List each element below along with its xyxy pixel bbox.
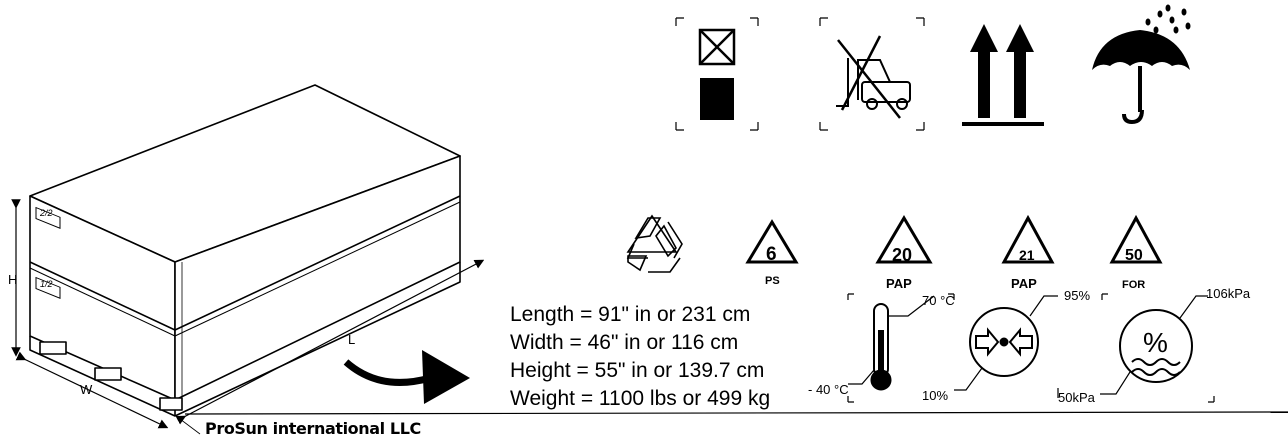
recycling-number: 50 (1125, 247, 1143, 264)
humidity-min-label: 10% (922, 388, 948, 403)
recycling-code: PAP (1011, 276, 1037, 291)
no-forklift-icon (819, 17, 925, 131)
width-spec: Width = 46" in or 116 cm (510, 331, 739, 354)
top-box-tag: 2/2 (39, 208, 53, 218)
humidity-limit-icon (954, 295, 1058, 391)
crate-drawing (29, 84, 461, 417)
width-dimension-label: W (80, 382, 93, 397)
dimension-lines (11, 199, 485, 435)
humidity-max-label: 95% (1064, 288, 1090, 303)
pressure-limit-icon (1057, 293, 1215, 403)
baseline-rule (184, 411, 1288, 415)
box-tags: 2/2 1/2 (35, 206, 61, 299)
length-dimension-label: L (348, 332, 355, 347)
this-way-up-icon (962, 24, 1044, 126)
temperature-min-label: - 40 °C (808, 382, 849, 397)
recycle-icon (626, 214, 683, 273)
pressure-min-label: 50kPa (1058, 390, 1096, 405)
height-dimension-label: H (8, 272, 17, 287)
do-not-stack-icon (675, 17, 759, 131)
recycling-number: 21 (1019, 247, 1035, 263)
bottom-box-tag: 1/2 (40, 279, 53, 289)
recycling-code: PAP (886, 276, 912, 291)
recycling-number: 20 (892, 245, 912, 265)
recycling-number: 6 (766, 244, 777, 265)
company-name: ProSun international LLC (205, 419, 421, 438)
crate-seam (29, 195, 461, 331)
length-spec: Length = 91" in or 231 cm (510, 303, 751, 326)
recycling-code-for-50: 50 FOR (1109, 214, 1163, 291)
temperature-max-label: 70 °C (922, 293, 955, 308)
temperature-limit-icon (847, 293, 955, 403)
pointer-arrow (343, 350, 470, 404)
keep-dry-icon (1092, 4, 1191, 125)
recycling-code-ps: 6 PS (745, 219, 799, 287)
weight-spec: Weight = 1100 lbs or 499 kg (510, 387, 771, 410)
pressure-max-label: 106kPa (1206, 286, 1251, 301)
pressure-percent-symbol: % (1143, 327, 1168, 358)
recycling-code: FOR (1122, 279, 1145, 291)
height-spec: Height = 55" in or 139.7 cm (510, 359, 765, 382)
pallet-foot (159, 397, 183, 411)
pallet-foot (94, 367, 122, 381)
recycling-code: PS (765, 275, 780, 287)
pallet-foot (39, 341, 67, 355)
recycling-code-pap-20: 20 PAP (875, 215, 933, 291)
recycling-code-pap-21: 21 PAP (1001, 214, 1055, 291)
